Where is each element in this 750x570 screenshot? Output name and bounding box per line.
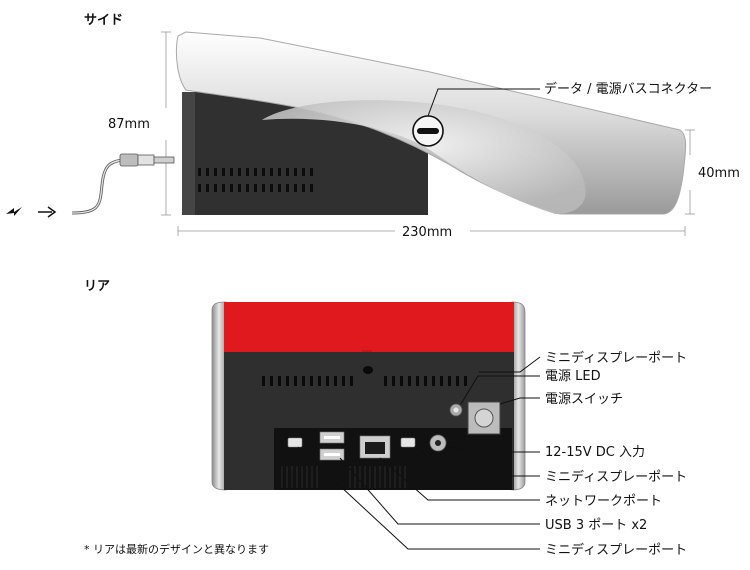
port-panel-grille — [281, 466, 406, 488]
connector-label: データ / 電源バスコネクター — [544, 81, 712, 97]
footnote: * リアは最新のデザインと異なります — [84, 542, 269, 556]
power-cable — [71, 153, 175, 215]
side-vents — [198, 168, 313, 192]
arrow-right-icon — [38, 206, 57, 218]
rear-red-top — [224, 302, 514, 352]
height-dimension — [161, 31, 171, 216]
label-network: ネットワークポート — [545, 494, 662, 509]
width-label: 230mm — [402, 225, 452, 240]
minidp-port-right — [400, 437, 416, 448]
side-connector-icon — [412, 115, 444, 147]
label-minidp-1: ミニディスプレーポート — [545, 350, 687, 366]
front-height-dimension — [685, 129, 695, 215]
dc-jack — [429, 434, 447, 452]
label-minidp-2: ミニディスプレーポート — [545, 469, 687, 485]
label-power-led: 電源 LED — [545, 369, 601, 384]
power-led — [449, 403, 463, 417]
ethernet-port-opening — [365, 442, 385, 454]
rear-left-rail — [211, 301, 227, 491]
label-dc-input: 12-15V DC 入力 — [545, 445, 645, 460]
lightning-icon — [6, 207, 22, 216]
rear-hole — [363, 366, 373, 374]
usb-port-bottom-tongue — [324, 453, 340, 456]
label-power-switch: 電源スイッチ — [545, 392, 623, 407]
port-panel — [274, 428, 512, 490]
rear-leader-lines — [297, 356, 541, 550]
power-switch — [467, 401, 501, 435]
height-label: 87mm — [108, 117, 150, 132]
front-height-label: 40mm — [698, 166, 740, 181]
connector-leader — [427, 88, 540, 117]
side-dish — [262, 100, 586, 214]
minidp-port-left — [287, 437, 303, 448]
rear-heading: リア — [84, 279, 110, 294]
side-base-edge — [182, 92, 195, 215]
rear-right-rail — [511, 301, 526, 491]
label-minidp-3: ミニディスプレーポート — [545, 542, 687, 558]
rear-vents — [262, 376, 467, 386]
width-dimension — [177, 226, 686, 236]
side-heading: サイド — [84, 13, 123, 28]
usb-port-top-tongue — [324, 436, 340, 439]
label-usb: USB 3 ポート x2 — [545, 518, 647, 533]
